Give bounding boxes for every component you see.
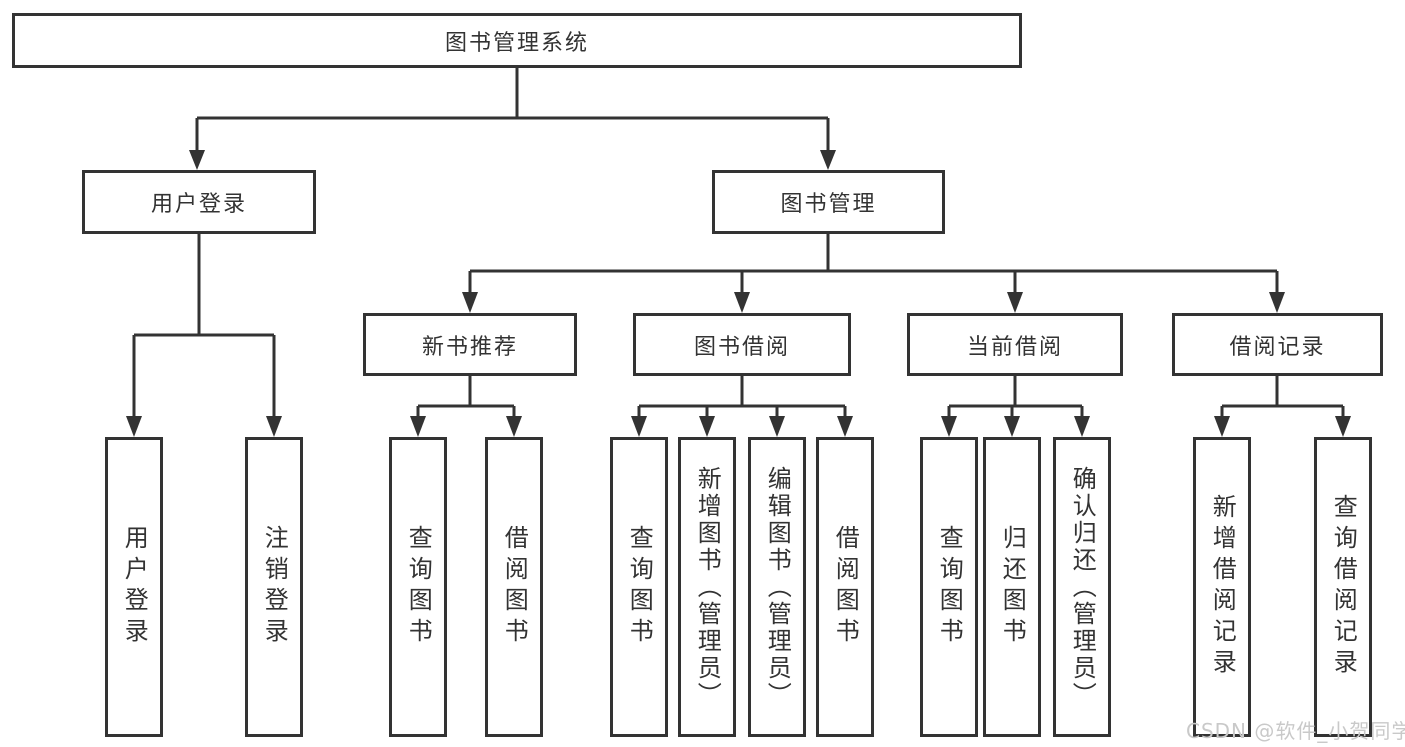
node-leaf-edit-book-admin: 编辑图书（管理员）	[748, 437, 806, 737]
node-user-login: 用户登录	[82, 170, 316, 234]
node-label: 当前借阅	[966, 334, 1063, 360]
node-label: 借阅图书	[831, 525, 860, 649]
node-label: 借阅记录	[1229, 334, 1326, 360]
node-leaf-add-book-admin: 新增图书（管理员）	[678, 437, 736, 737]
node-label: 编辑图书（管理员）	[763, 465, 792, 709]
node-label: 图书管理系统	[444, 30, 589, 56]
node-label: 新增借阅记录	[1208, 494, 1237, 680]
node-leaf-return-books: 归还图书	[983, 437, 1041, 737]
node-label: 查询图书	[935, 525, 964, 649]
node-leaf-confirm-return-admin: 确认归还（管理员）	[1053, 437, 1111, 737]
node-label: 用户登录	[150, 192, 247, 217]
node-current-borrowing: 当前借阅	[907, 313, 1123, 376]
node-leaf-query-borrow-record: 查询借阅记录	[1314, 437, 1372, 737]
csdn-watermark: CSDN @软件_小贺同学	[1186, 719, 1405, 743]
arrowheads	[126, 150, 1351, 437]
node-leaf-logout: 注销登录	[245, 437, 303, 737]
node-label: 查询图书	[404, 525, 433, 649]
node-leaf-user-login: 用户登录	[105, 437, 163, 737]
node-leaf-query-books: 查询图书	[920, 437, 978, 737]
node-label: 新书推荐	[421, 334, 518, 360]
node-leaf-query-books: 查询图书	[389, 437, 447, 737]
node-label: 归还图书	[998, 525, 1027, 649]
node-label: 用户登录	[120, 525, 149, 649]
node-label: 借阅图书	[500, 525, 529, 649]
node-leaf-borrow-books: 借阅图书	[485, 437, 543, 737]
node-label: 查询借阅记录	[1329, 494, 1358, 680]
node-label: 新增图书（管理员）	[693, 465, 722, 709]
node-label: 图书借阅	[693, 334, 790, 360]
node-book-borrowing: 图书借阅	[633, 313, 851, 376]
node-library-management-system: 图书管理系统	[12, 13, 1022, 68]
node-book-management: 图书管理	[712, 170, 945, 234]
node-borrowing-records: 借阅记录	[1172, 313, 1383, 376]
node-new-book-recommendation: 新书推荐	[363, 313, 577, 376]
node-label: 注销登录	[260, 525, 289, 649]
node-label: 图书管理	[780, 192, 877, 217]
node-leaf-borrow-books: 借阅图书	[816, 437, 874, 737]
node-leaf-add-borrow-record: 新增借阅记录	[1193, 437, 1251, 737]
node-leaf-query-books: 查询图书	[610, 437, 668, 737]
node-label: 确认归还（管理员）	[1068, 465, 1097, 709]
node-label: 查询图书	[625, 525, 654, 649]
